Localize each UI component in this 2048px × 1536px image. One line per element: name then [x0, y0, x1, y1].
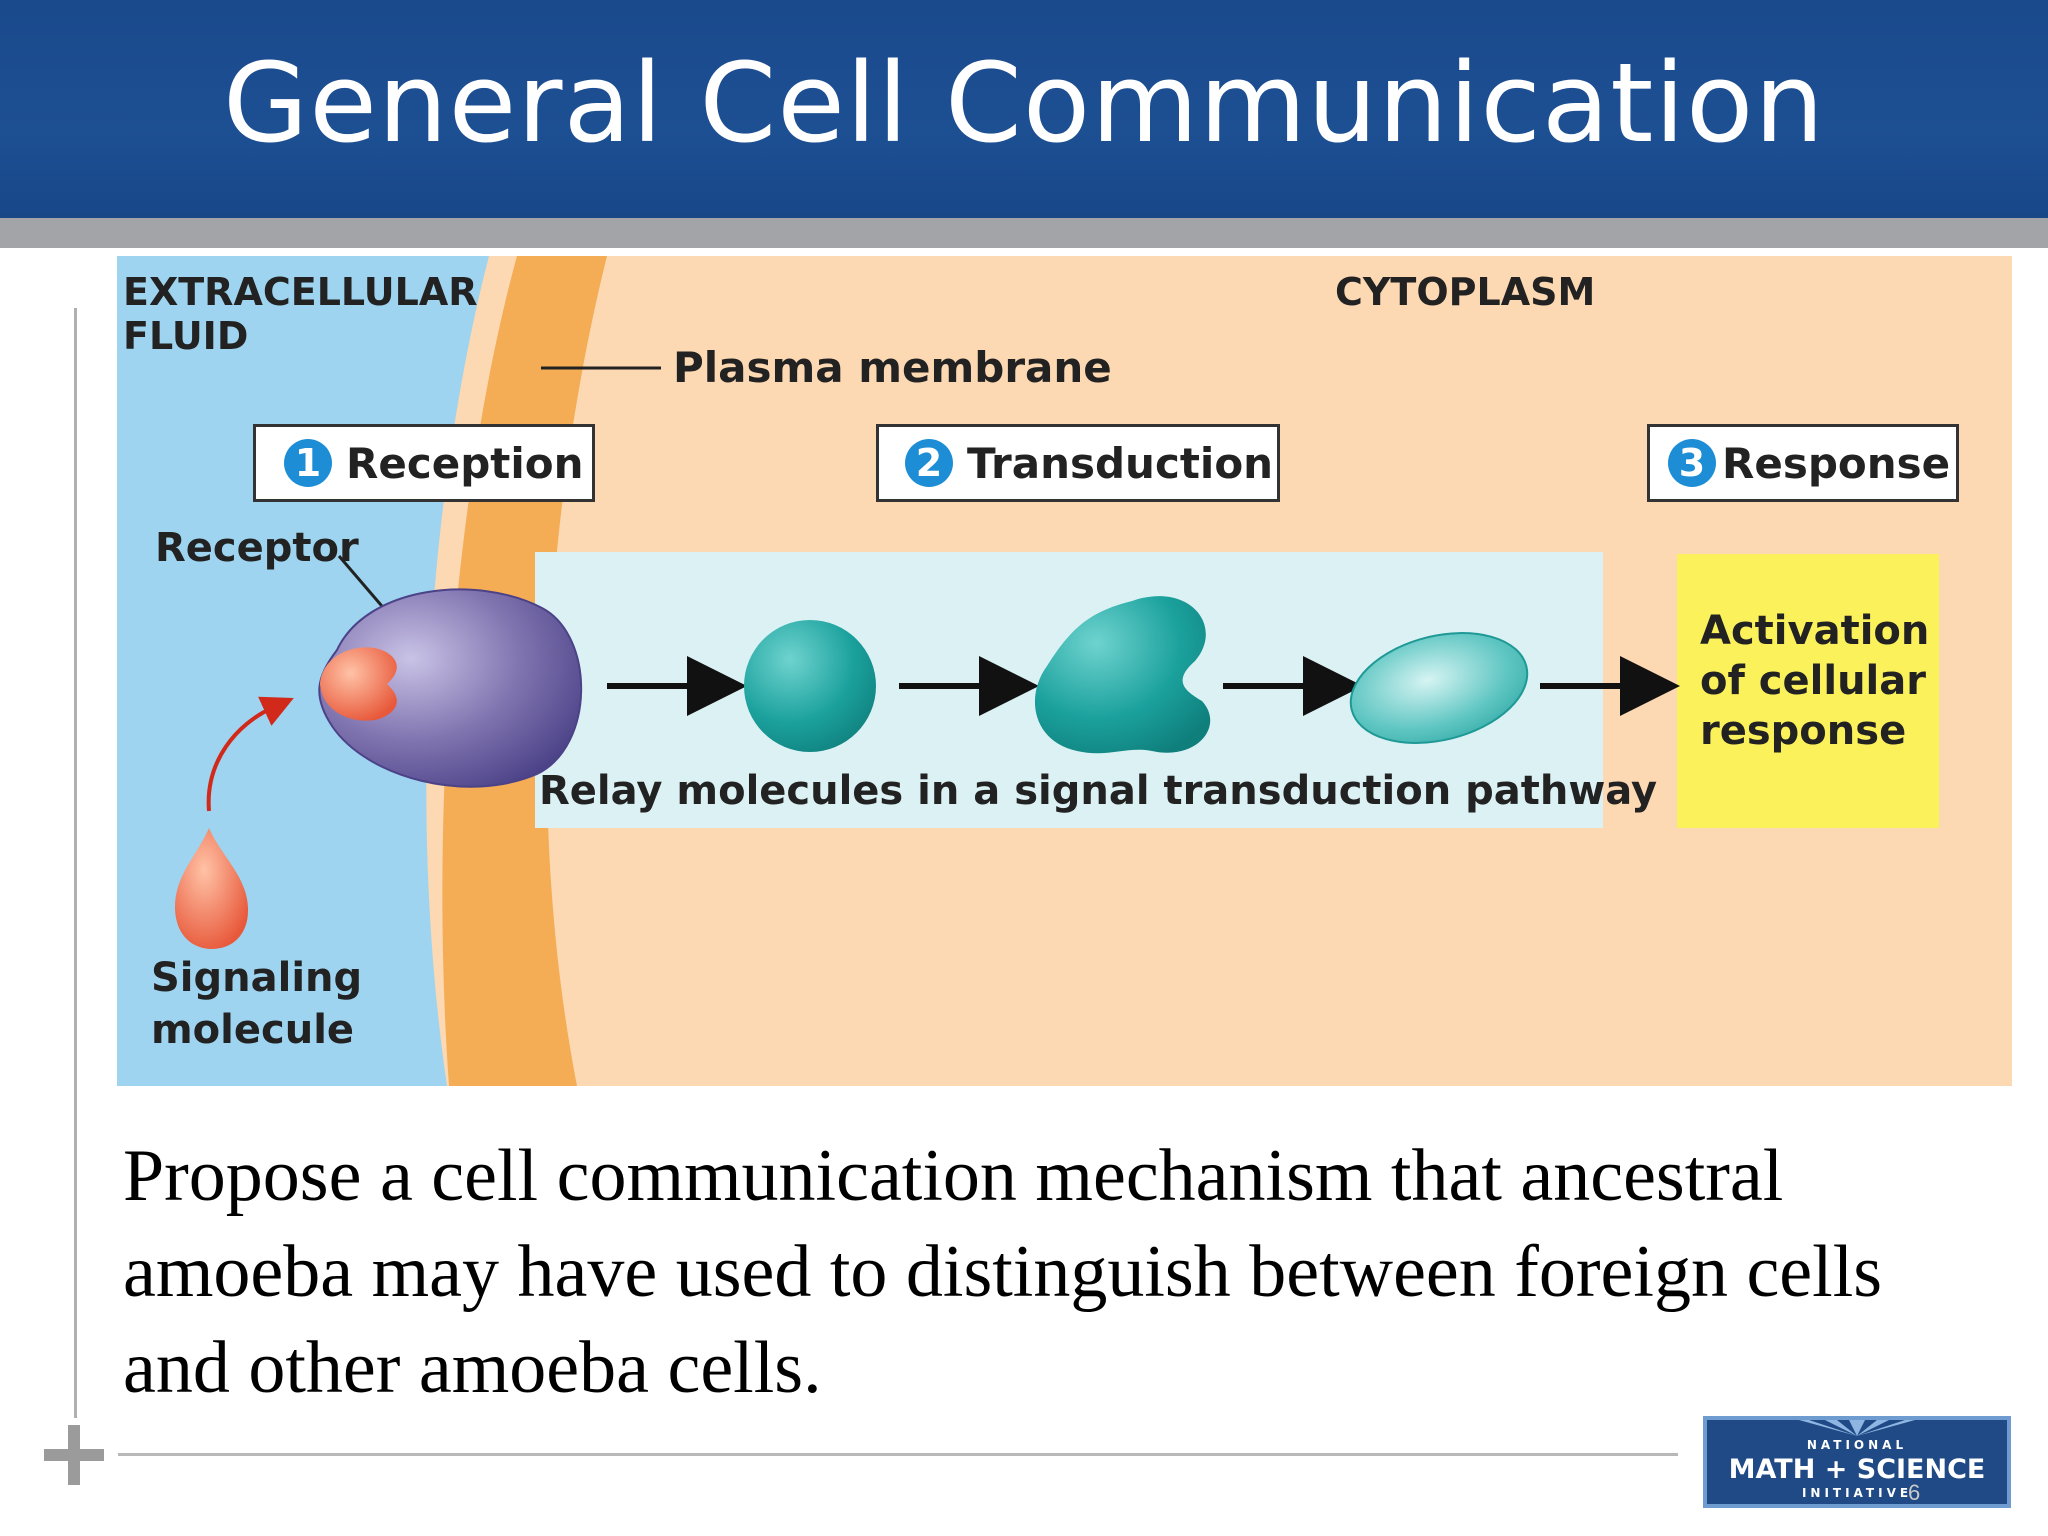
step-response: 3 Response	[1647, 424, 1959, 502]
step-number-badge: 1	[284, 439, 332, 487]
page-number: 6	[1908, 1480, 1921, 1505]
title-bar	[0, 0, 2048, 218]
extracellular-label: EXTRACELLULAR FLUID	[123, 270, 478, 358]
slide-title: General Cell Communication	[222, 39, 1826, 167]
step-number-badge: 2	[905, 439, 953, 487]
signaling-molecule-label: Signaling molecule	[151, 955, 363, 1053]
relay-molecule-1	[744, 620, 876, 752]
left-accent-line	[74, 308, 77, 1418]
logo-line-2: MATH + SCIENCE	[1728, 1454, 1986, 1485]
title-divider	[0, 218, 2048, 248]
diagram-artwork	[117, 256, 2012, 1086]
step-transduction: 2 Transduction	[876, 424, 1280, 502]
pathway-label: Relay molecules in a signal transduction…	[539, 768, 1658, 814]
bound-signal-molecule	[320, 647, 397, 721]
sunburst-icon	[1799, 1420, 1915, 1436]
cell-communication-diagram: EXTRACELLULAR FLUID CYTOPLASM Plasma mem…	[117, 256, 2012, 1086]
step-label: Reception	[346, 438, 584, 488]
binding-arrow	[206, 696, 294, 812]
cytoplasm-label: CYTOPLASM	[1335, 270, 1596, 314]
step-label: Response	[1722, 438, 1951, 488]
nmsi-logo: NATIONAL MATH + SCIENCE INITIATIVE	[1703, 1416, 2011, 1508]
membrane-label: Plasma membrane	[673, 343, 1112, 392]
logo-line-1: NATIONAL	[1806, 1438, 1908, 1452]
prompt-line: Propose a cell communication mechanism t…	[123, 1135, 1784, 1217]
response-box	[1677, 554, 1939, 828]
step-reception: 1 Reception	[253, 424, 595, 502]
logo-line-3: INITIATIVE	[1801, 1486, 1913, 1500]
step-number-badge: 3	[1668, 439, 1716, 487]
prompt-line: and other amoeba cells.	[123, 1327, 822, 1409]
receptor-pointer	[337, 555, 389, 613]
slide-prompt-text: Propose a cell communication mechanism t…	[123, 1128, 2023, 1416]
receptor-label: Receptor	[155, 525, 359, 571]
receptor-protein	[318, 588, 583, 788]
relay-molecule-3	[1349, 632, 1529, 744]
step-label: Transduction	[967, 438, 1274, 488]
prompt-line: amoeba may have used to distinguish betw…	[123, 1231, 1883, 1313]
footer-line	[118, 1453, 1678, 1456]
response-label: Activation of cellular response	[1700, 608, 1930, 754]
plus-icon	[44, 1425, 104, 1485]
relay-molecule-2	[1034, 596, 1211, 754]
signaling-molecule-drop	[174, 828, 249, 949]
